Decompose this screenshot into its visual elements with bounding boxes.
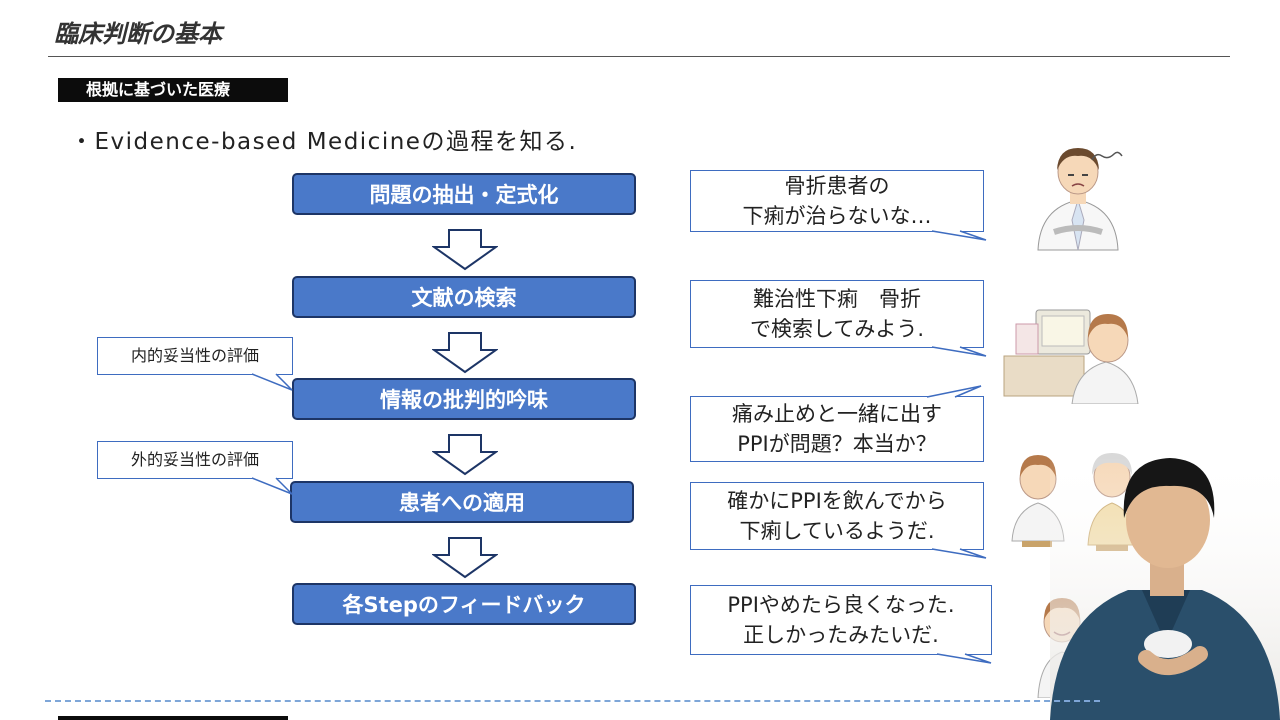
note-external-validity: 外的妥当性の評価 [97, 441, 293, 479]
worried-doctor-illustration [1037, 148, 1123, 251]
step-critical-appraisal: 情報の批判的吟味 [292, 378, 636, 420]
note-tail [251, 373, 293, 391]
bullet-text: ・Evidence-based Medicineの過程を知る. [70, 129, 578, 155]
bubble-line: で検索してみよう. [749, 317, 925, 341]
bottom-dashed-divider [45, 700, 1100, 702]
bubble-line: 骨折患者の [784, 174, 890, 198]
bubble-line: 正しかったみたいだ. [743, 623, 939, 647]
step-apply-to-patient: 患者への適用 [290, 481, 634, 523]
bubble-tail [926, 385, 982, 398]
bubble-tail [931, 346, 987, 357]
down-arrow-icon [432, 434, 498, 476]
doctor-at-computer-illustration [1003, 309, 1139, 404]
bubble-line: 下痢が治らないな… [742, 204, 932, 228]
next-section-tag-edge [58, 716, 288, 720]
step-feedback: 各Stepのフィードバック [292, 583, 636, 625]
title-divider [48, 56, 1230, 57]
bubble-line: 確かにPPIを飲んでから [727, 489, 947, 513]
down-arrow-icon [432, 537, 498, 579]
speech-bubble-2: 難治性下痢 骨折 で検索してみよう. [690, 280, 984, 348]
presenter-video [1050, 448, 1280, 720]
speech-bubble-5: PPIやめたら良くなった. 正しかったみたいだ. [690, 585, 992, 655]
speech-bubble-3: 痛み止めと一緒に出す PPIが問題？本当か？ [690, 396, 984, 462]
slide-title: 臨床判断の基本 [54, 20, 222, 48]
speech-bubble-4: 確かにPPIを飲んでから 下痢しているようだ. [690, 482, 984, 550]
bubble-tail [936, 653, 992, 664]
bubble-line: PPIやめたら良くなった. [727, 593, 955, 617]
step-problem-formulation: 問題の抽出・定式化 [292, 173, 636, 215]
note-tail [251, 477, 293, 495]
bubble-line: 難治性下痢 骨折 [753, 287, 921, 311]
bubble-line: PPIが問題？本当か？ [737, 432, 937, 456]
bubble-line: 痛み止めと一緒に出す [732, 402, 942, 426]
bubble-line: 下痢しているようだ. [739, 519, 935, 543]
speech-bubble-1: 骨折患者の 下痢が治らないな… [690, 170, 984, 232]
note-internal-validity: 内的妥当性の評価 [97, 337, 293, 375]
down-arrow-icon [432, 332, 498, 374]
bubble-tail [931, 548, 987, 559]
section-tag: 根拠に基づいた医療 [58, 78, 288, 102]
bubble-tail [931, 230, 987, 241]
down-arrow-icon [432, 229, 498, 271]
step-literature-search: 文献の検索 [292, 276, 636, 318]
